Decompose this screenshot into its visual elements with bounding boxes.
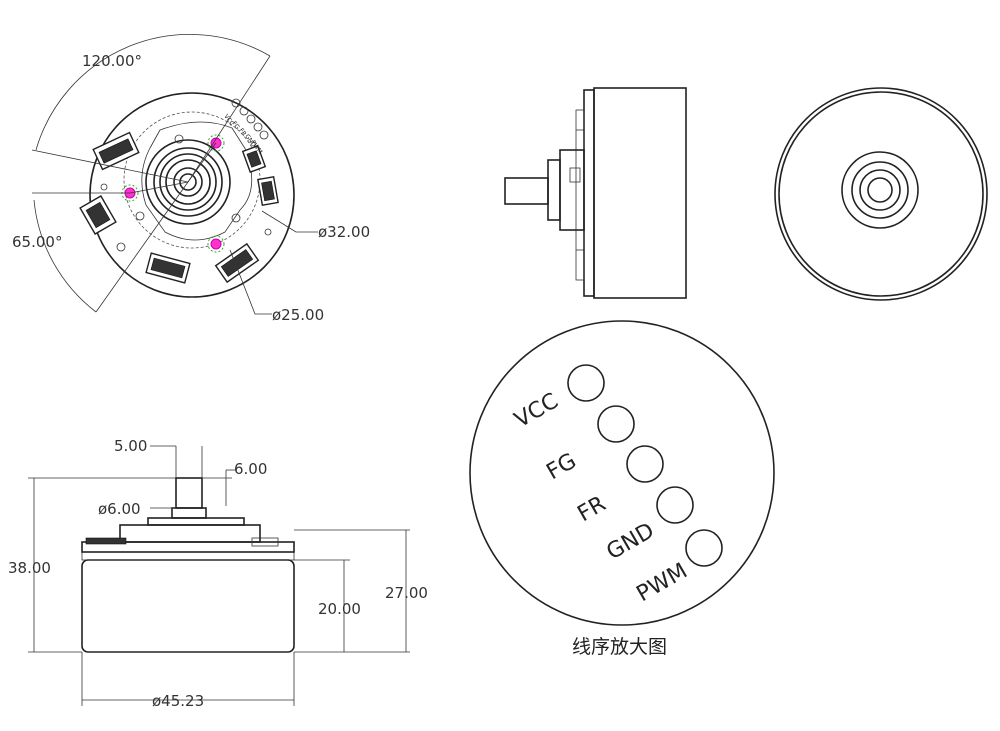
side-pcb [583, 89, 595, 297]
pin-label-fr: FR [574, 492, 611, 528]
enlarged-pad-gnd [656, 486, 694, 524]
dim-dia-32: ø32.00 [318, 223, 370, 241]
front-view: 5.00 6.00 ø6.00 38.00 20.00 27.00 ø45.23 [8, 437, 428, 710]
dim-total-height: 38.00 [8, 559, 51, 577]
enlarged-circle [469, 320, 775, 626]
hub-ring-4 [165, 159, 211, 205]
arc-65 [33, 199, 97, 313]
front-shaft [175, 477, 203, 509]
side-shaft [504, 177, 549, 205]
bottom-hub-3 [859, 169, 901, 211]
hub-ring-5 [173, 167, 203, 197]
front-body-flange [81, 551, 295, 561]
screw-3 [174, 134, 184, 144]
dim-angle-65: 65.00° [12, 233, 62, 251]
pin-pad-fg [239, 106, 249, 116]
pin-label-gnd: GND [603, 518, 659, 565]
angle-ref-line-bottom [95, 181, 189, 313]
screw-5 [116, 242, 126, 252]
ic-chip-2 [79, 195, 117, 235]
dim-shaft-width: 5.00 [114, 437, 147, 455]
bottom-outer-1 [774, 87, 988, 301]
dim-body-height: 20.00 [318, 600, 361, 618]
dim-dia-25: ø25.00 [272, 306, 324, 324]
front-body [81, 559, 295, 653]
enlarged-pad-pwm [685, 529, 723, 567]
bottom-hub-1 [841, 151, 919, 229]
pin-label-pwm: PWM [633, 559, 692, 608]
bottom-outer-2 [778, 91, 984, 297]
enlarged-caption: 线序放大图 [572, 636, 667, 658]
leader-32 [261, 210, 318, 233]
bottom-hub-2 [851, 161, 909, 219]
side-detail-3 [569, 167, 581, 183]
side-boss [559, 149, 585, 231]
screw-6 [264, 228, 272, 236]
dim-shaft-dia: ø6.00 [98, 500, 141, 518]
pin-pad-fr [246, 114, 256, 124]
ic-chip-1 [92, 131, 140, 171]
leader-25 [229, 249, 272, 315]
small-pin-label-fg: FG [230, 120, 241, 131]
side-view [504, 87, 687, 299]
mount-hole-bottom [207, 235, 225, 253]
inner-boss-outline [141, 121, 253, 241]
bottom-hub-4 [867, 177, 893, 203]
front-boss [119, 524, 261, 543]
top-view-outer-circle [89, 92, 295, 298]
small-pin-label-fr: FR [237, 127, 247, 137]
pin-label-vcc: VCC [511, 389, 563, 434]
component-right-1 [241, 145, 267, 173]
hub-ring-outer [145, 139, 231, 225]
hub-ring-2 [153, 147, 223, 217]
front-boss-top [147, 517, 245, 526]
dim-height-27: 27.00 [385, 584, 428, 602]
front-pcb-comp-2 [251, 537, 279, 547]
enlarged-pad-vcc [567, 364, 605, 402]
enlarged-pad-fg [597, 405, 635, 443]
side-body [593, 87, 687, 299]
front-pcb-comp-1 [85, 537, 127, 545]
bottom-view [774, 87, 988, 301]
dim-body-dia: ø45.23 [152, 692, 204, 710]
angle-ref-line-top [187, 55, 271, 183]
pin-label-fg: FG [543, 449, 581, 486]
ic-chip-3 [145, 252, 191, 284]
screw-1 [135, 211, 145, 221]
top-view: VCC FG FR GND PWM 120.00° 65.00° ø32.00 … [12, 34, 370, 324]
hub-ring-inner [179, 173, 197, 191]
dim-shaft-length: 6.00 [234, 460, 267, 478]
side-boss-step [547, 159, 561, 221]
front-shaft-collar [171, 507, 207, 519]
screw-2 [231, 213, 241, 223]
hub-ring-3 [159, 153, 217, 211]
enlarged-pin-view: VCC FG FR GND PWM 线序放大图 [469, 320, 775, 658]
screw-4 [100, 183, 108, 191]
dim-angle-120: 120.00° [82, 52, 142, 70]
ic-chip-4 [214, 242, 260, 284]
component-right-2 [257, 175, 279, 207]
arc-120 [35, 34, 271, 151]
pin-pad-vcc [231, 98, 241, 108]
side-pcb-comp [575, 109, 585, 281]
pin-pad-pwm [259, 130, 269, 140]
enlarged-pad-fr [626, 445, 664, 483]
center-line-left [129, 181, 189, 194]
pin-pad-gnd [253, 122, 263, 132]
angle-ref-line-left-2 [31, 149, 189, 183]
